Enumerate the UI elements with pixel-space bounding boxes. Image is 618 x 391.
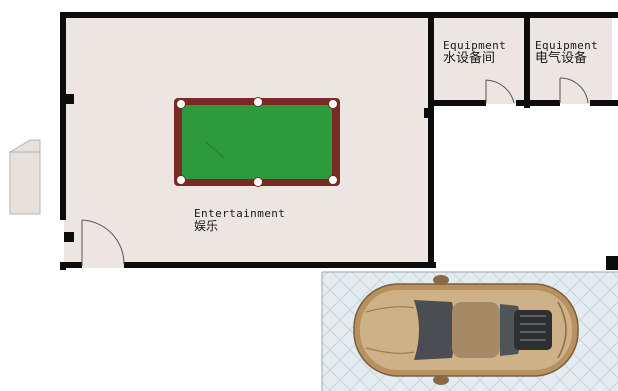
equipment-room-water-floor — [432, 16, 528, 104]
equipment-room-electric-floor — [528, 16, 612, 104]
door-swing-icon — [485, 79, 515, 104]
door-swing-icon — [81, 219, 125, 266]
entertainment-room-label: Entertainment 娱乐 — [194, 208, 285, 232]
equipment-electric-label-zh: 电气设备 — [535, 50, 588, 66]
entertainment-label-en: Entertainment — [194, 208, 286, 220]
walls — [60, 12, 618, 270]
porch-step — [9, 139, 41, 215]
equipment-water-label-en: Equipment — [443, 40, 507, 52]
equipment-water-label-zh: 水设备间 — [443, 50, 496, 66]
equipment-electric-label-en: Equipment — [535, 40, 599, 52]
entertainment-label-zh: 娱乐 — [194, 218, 219, 233]
car-icon — [353, 275, 579, 385]
billiard-table-icon — [174, 97, 340, 187]
door-swing-icon — [559, 77, 589, 104]
equipment-room-water-label: Equipment 水设备间 — [443, 40, 525, 65]
equipment-room-electric-label: Equipment 电气设备 — [535, 40, 611, 65]
